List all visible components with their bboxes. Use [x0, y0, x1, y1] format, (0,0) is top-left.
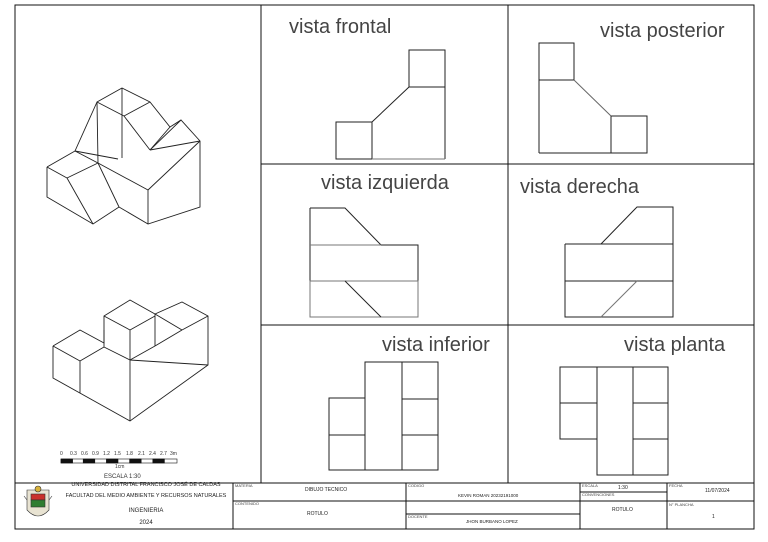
view-planta: [559, 366, 669, 476]
view-derecha: [564, 206, 674, 318]
materia-value: DIBUJO TECNICO: [305, 487, 348, 493]
scale-tick-label: 1.8: [126, 451, 133, 457]
scale-tick-label: 2.7: [160, 451, 167, 457]
scale-tick-label: 0: [60, 451, 63, 457]
docente-label: DOCENTE: [408, 514, 428, 519]
isometric-view-lower: [52, 299, 209, 422]
convenciones-label: CONVENCIONES: [582, 492, 615, 497]
scale-unit-label: 1cm: [115, 464, 125, 470]
view-inferior: [328, 361, 439, 471]
scale-tick-label: 0.6: [81, 451, 88, 457]
plancha-label: N° PLANCHA: [669, 502, 694, 507]
codigo-label: CODIGO: [408, 483, 425, 488]
scale-tick-label: 0.3: [70, 451, 77, 457]
scale-tick-label: 1.5: [114, 451, 121, 457]
scale-tick-label: 0.9: [92, 451, 99, 457]
contenido-label: CONTENIDO: [235, 501, 259, 506]
view-title-frontal: vista frontal: [289, 16, 392, 38]
scale-tick-label: 1.2: [103, 451, 110, 457]
isometric-view-upper: [46, 87, 201, 225]
scale-tick-label: 3m: [170, 451, 177, 457]
escala-value: 1:30: [618, 485, 628, 491]
scale-tick-label: 2.4: [149, 451, 156, 457]
university-crest-icon: [23, 485, 53, 517]
scale-tick-label: 2.1: [138, 451, 145, 457]
faculty-name: FACULTAD DEL MEDIO AMBIENTE Y RECURSOS N…: [65, 493, 227, 499]
view-title-posterior: vista posterior: [600, 20, 725, 42]
escala-label: ESCALA: [582, 483, 598, 488]
sheet-border: [14, 4, 755, 530]
convenciones-value: ROTULO: [612, 507, 633, 513]
fecha-label: FECHA: [669, 483, 683, 488]
contenido-value: ROTULO: [307, 511, 328, 517]
codigo-value: KEVIN ROMAN 20232191000: [458, 493, 519, 498]
year: 2024: [139, 520, 153, 526]
view-title-planta: vista planta: [624, 334, 726, 356]
materia-label: MATERIA: [235, 483, 253, 488]
scale-label: ESCALA 1:30: [104, 474, 141, 480]
scale-bar: [60, 458, 178, 464]
program-name: INGENIERIA: [128, 508, 164, 514]
view-title-izquierda: vista izquierda: [321, 172, 449, 194]
docente-value: JHON BURBANO LOPEZ: [466, 519, 518, 524]
view-frontal: [335, 49, 446, 160]
view-title-derecha: vista derecha: [520, 176, 639, 198]
fecha-value: 11/07/2024: [705, 488, 730, 494]
view-posterior: [538, 42, 648, 154]
view-izquierda: [309, 207, 419, 318]
view-title-inferior: vista inferior: [382, 334, 490, 356]
plancha-value: 1: [712, 514, 715, 520]
university-name: UNIVERSIDAD DISTRITAL FRANCISCO JOSÉ DE …: [71, 482, 221, 488]
